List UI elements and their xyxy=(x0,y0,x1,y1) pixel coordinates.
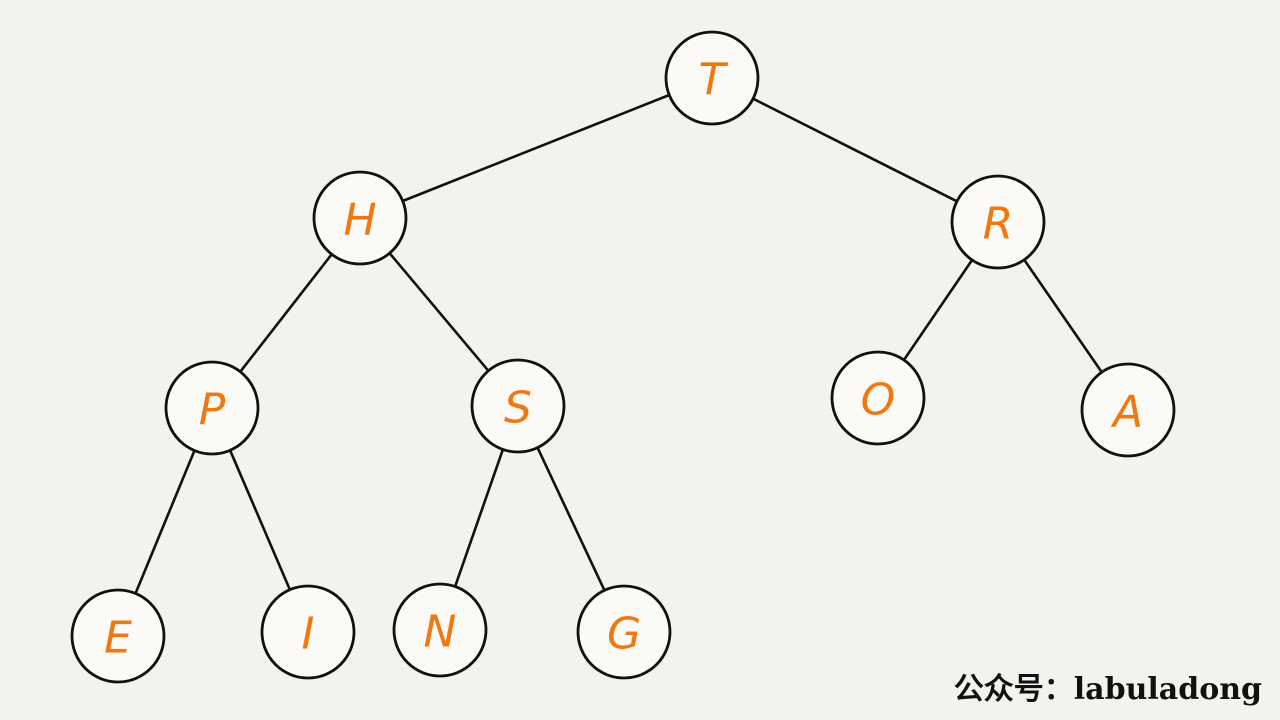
node-circle xyxy=(830,350,926,446)
node-circle xyxy=(664,30,760,126)
node-label: P xyxy=(199,385,226,436)
node-circle xyxy=(164,360,260,456)
edge-r-o xyxy=(902,258,974,362)
tree-node-n: N xyxy=(392,582,488,678)
edge-s-g xyxy=(536,446,606,592)
node-circle xyxy=(312,170,408,266)
node-label: O xyxy=(861,375,896,426)
node-label: I xyxy=(302,609,315,660)
tree-node-g: G xyxy=(576,584,672,680)
edge-t-r xyxy=(751,97,959,203)
tree-node-e: E xyxy=(70,588,166,684)
tree-node-p: P xyxy=(164,360,260,456)
tree-node-s: S xyxy=(470,358,566,454)
edge-r-a xyxy=(1022,258,1104,374)
node-circle xyxy=(576,584,672,680)
node-circle xyxy=(260,584,356,680)
node-label: R xyxy=(983,199,1014,250)
node-label: A xyxy=(1110,387,1143,438)
node-label: N xyxy=(424,607,457,658)
tree-node-a: A xyxy=(1080,362,1176,458)
edge-t-h xyxy=(401,93,671,203)
edge-h-p xyxy=(239,253,334,374)
node-circle xyxy=(470,358,566,454)
node-label: S xyxy=(504,383,532,434)
node-circle xyxy=(950,174,1046,270)
node-circle xyxy=(392,582,488,678)
tree-edges xyxy=(134,93,1104,595)
tree-node-i: I xyxy=(260,584,356,680)
tree-node-o: O xyxy=(830,350,926,446)
node-label: G xyxy=(607,609,641,660)
edge-s-n xyxy=(453,448,505,588)
edge-h-s xyxy=(388,251,490,373)
node-label: T xyxy=(699,55,729,106)
watermark-text: 公众号：labuladong xyxy=(953,672,1262,707)
edge-p-i xyxy=(228,448,292,592)
node-circle xyxy=(1080,362,1176,458)
tree-nodes: T H R P S O A E I N G xyxy=(70,30,1176,684)
node-label: E xyxy=(104,613,132,664)
tree-node-t: T xyxy=(664,30,760,126)
node-label: H xyxy=(343,195,376,246)
tree-node-h: H xyxy=(312,170,408,266)
tree-node-r: R xyxy=(950,174,1046,270)
node-circle xyxy=(70,588,166,684)
edge-p-e xyxy=(134,449,196,595)
